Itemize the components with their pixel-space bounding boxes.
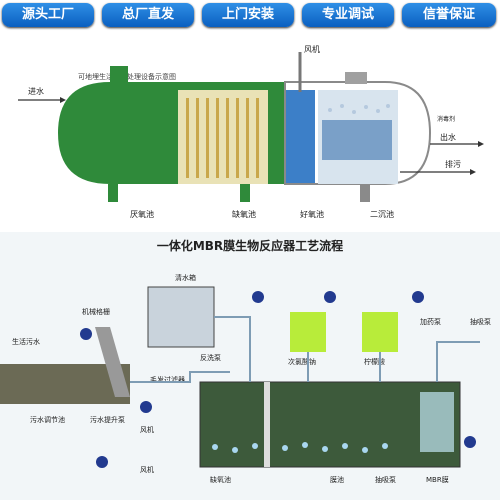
mbr-process-diagram: 一体化MBR膜生物反应器工艺流程 生活污水 污水调节池 污水提升泵 机械格栅 清… bbox=[0, 232, 500, 500]
tank-diagram: 可地埋生活污水处理设备示意图 风机 进水 消毒剂 出水 排污 厌氧池 缺氧池 好… bbox=[18, 44, 484, 219]
regulating-label: 污水调节池 bbox=[30, 415, 65, 424]
badge-credit-guarantee: 信誉保证 bbox=[402, 3, 496, 27]
mbr-title: 一体化MBR膜生物反应器工艺流程 bbox=[157, 238, 343, 253]
hypochlorite-tank bbox=[290, 312, 326, 352]
effluent-pipe bbox=[436, 341, 480, 382]
tank-leg-3 bbox=[360, 184, 370, 202]
blower-label-2: 风机 bbox=[140, 465, 154, 474]
dosing-pump-label-1: 加药泵 bbox=[420, 317, 441, 326]
blower-label-1: 风机 bbox=[140, 425, 154, 434]
tank-divider bbox=[264, 382, 270, 467]
screen-label: 机械格栅 bbox=[82, 307, 110, 316]
suction-label: 抽吸泵 bbox=[375, 475, 396, 484]
bubbles bbox=[328, 104, 390, 114]
sludge-label: 排污 bbox=[445, 159, 461, 169]
dosing-pump-label-2: 抽吸泵 bbox=[470, 317, 491, 326]
hair-filter-label: 毛发过滤器 bbox=[150, 375, 185, 384]
lift-pump-label: 污水提升泵 bbox=[90, 415, 125, 424]
aerobic-chamber bbox=[285, 90, 315, 184]
inlet-label: 进水 bbox=[28, 86, 44, 96]
badge-source-factory: 源头工厂 bbox=[2, 3, 94, 27]
anoxic-tank-label: 缺氧池 bbox=[210, 475, 231, 484]
feature-badge-row: 源头工厂 总厂直发 上门安装 专业调试 信誉保证 bbox=[0, 0, 500, 30]
citric-label: 柠檬酸 bbox=[364, 357, 385, 366]
badge-factory-direct: 总厂直发 bbox=[102, 3, 194, 27]
indicator-dots bbox=[80, 291, 476, 468]
access-port-1 bbox=[110, 66, 128, 84]
backwash-label: 反洗泵 bbox=[200, 353, 221, 362]
access-port-2 bbox=[345, 72, 367, 84]
settling-media bbox=[322, 120, 392, 160]
citric-tank bbox=[362, 312, 398, 352]
sewage-label: 生活污水 bbox=[12, 337, 40, 346]
anoxic-media bbox=[186, 98, 259, 178]
mbr-membrane-module bbox=[420, 392, 454, 452]
disinfect-label: 消毒剂 bbox=[437, 115, 455, 123]
outlet-label: 出水 bbox=[440, 132, 456, 142]
membrane-label: MBR膜 bbox=[426, 475, 449, 484]
hypochlorite-label: 次氯酸钠 bbox=[288, 357, 316, 366]
bio-tank bbox=[199, 381, 461, 468]
sludge-arrow-head bbox=[470, 169, 476, 175]
anoxic-label: 缺氧池 bbox=[232, 209, 256, 219]
clear-tank-label: 清水箱 bbox=[175, 273, 196, 282]
inlet-arrow-head bbox=[60, 97, 66, 103]
anaerobic-label: 厌氧池 bbox=[130, 209, 154, 219]
mechanical-screen bbox=[95, 327, 130, 397]
mbr-tank-label: 膜池 bbox=[330, 475, 344, 484]
badge-onsite-install: 上门安装 bbox=[202, 3, 294, 27]
outlet-arrow-head bbox=[478, 141, 484, 147]
badge-pro-debug: 专业调试 bbox=[302, 3, 394, 27]
anoxic-chamber bbox=[178, 90, 268, 184]
secondary-label: 二沉池 bbox=[370, 209, 394, 219]
tank-leg-2 bbox=[240, 184, 250, 202]
feed-pipe bbox=[130, 371, 230, 383]
backwash-pipe bbox=[214, 316, 251, 382]
tank-leg-1 bbox=[108, 184, 118, 202]
aerobic-label: 好氧池 bbox=[300, 209, 324, 219]
clear-water-tank bbox=[147, 286, 215, 348]
aeration-bubbles bbox=[212, 442, 388, 453]
blower-label: 风机 bbox=[304, 44, 320, 54]
